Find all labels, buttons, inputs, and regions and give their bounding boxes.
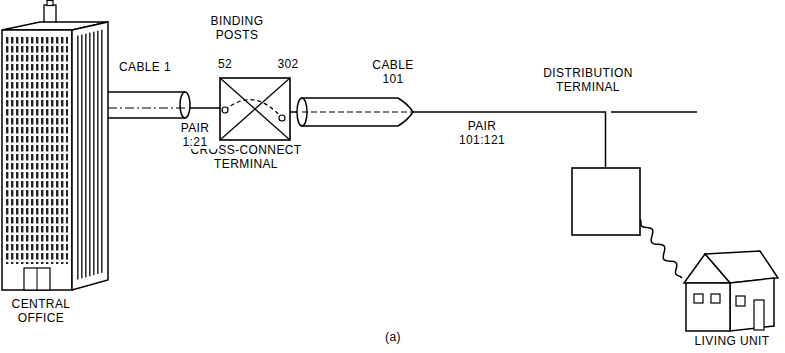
cable-1: [108, 92, 190, 118]
terminal-box: [572, 168, 640, 235]
living-unit: LIVING UNIT: [680, 248, 778, 332]
building-windows: [6, 36, 68, 264]
building-front: [2, 30, 72, 290]
binding-post-number: 302: [272, 57, 304, 71]
cable-body: [302, 98, 413, 126]
cable-101: [297, 98, 413, 126]
figure-label: (a): [376, 330, 410, 344]
binding-posts-label: BINDING POSTS: [195, 14, 279, 42]
cross-connect-terminal-outline: [220, 78, 290, 140]
cable-continuation: [611, 111, 697, 113]
distribution-terminal-outline: [572, 168, 640, 235]
cable-body: [108, 92, 185, 118]
rooftop-tower: [44, 5, 56, 23]
rooftop-antenna: [47, 1, 53, 6]
cable-edge: [108, 91, 185, 93]
central-office: CENTRAL OFFICE: [0, 0, 110, 292]
house-window: [711, 294, 720, 303]
cable-label: CABLE 1: [115, 60, 175, 74]
central-office-outline: [0, 0, 110, 292]
cable-end: [180, 92, 190, 118]
living-unit-outline: [680, 248, 778, 332]
cable-label: CABLE 101: [363, 58, 423, 86]
jumper-wire: [225, 100, 282, 118]
house-gable: [684, 254, 730, 283]
pair-in-cable: [108, 107, 186, 108]
distribution-terminal: DISTRIBUTION TERMINAL: [572, 168, 640, 235]
pair-label: PAIR 1:21: [172, 121, 218, 149]
binding-post: [222, 107, 228, 113]
house-door: [754, 300, 764, 330]
house-window: [736, 296, 745, 306]
node-label: CENTRAL OFFICE: [0, 297, 82, 325]
building-entrance: [24, 268, 50, 290]
node-label: DISTRIBUTION TERMINAL: [532, 66, 644, 94]
terminal-diagonal: [220, 78, 290, 140]
pair-label: PAIR 101:121: [452, 119, 512, 147]
cross-connect-terminal: CROSS-CONNECT TERMINAL: [220, 78, 290, 140]
building-side-windows: [76, 29, 105, 280]
building-door: [37, 268, 38, 290]
house-side: [730, 278, 774, 331]
cable-edge: [108, 117, 185, 119]
house-window: [694, 294, 703, 303]
building-side: [72, 22, 108, 290]
node-label: LIVING UNIT: [682, 334, 782, 348]
binding-post-number: 52: [212, 57, 238, 71]
drop-wire: [640, 219, 682, 278]
pair-in-cable: [302, 111, 413, 112]
terminal-diagonal: [220, 78, 290, 140]
house-front: [686, 283, 730, 331]
terminal-box: [220, 78, 290, 140]
binding-post: [279, 115, 285, 121]
